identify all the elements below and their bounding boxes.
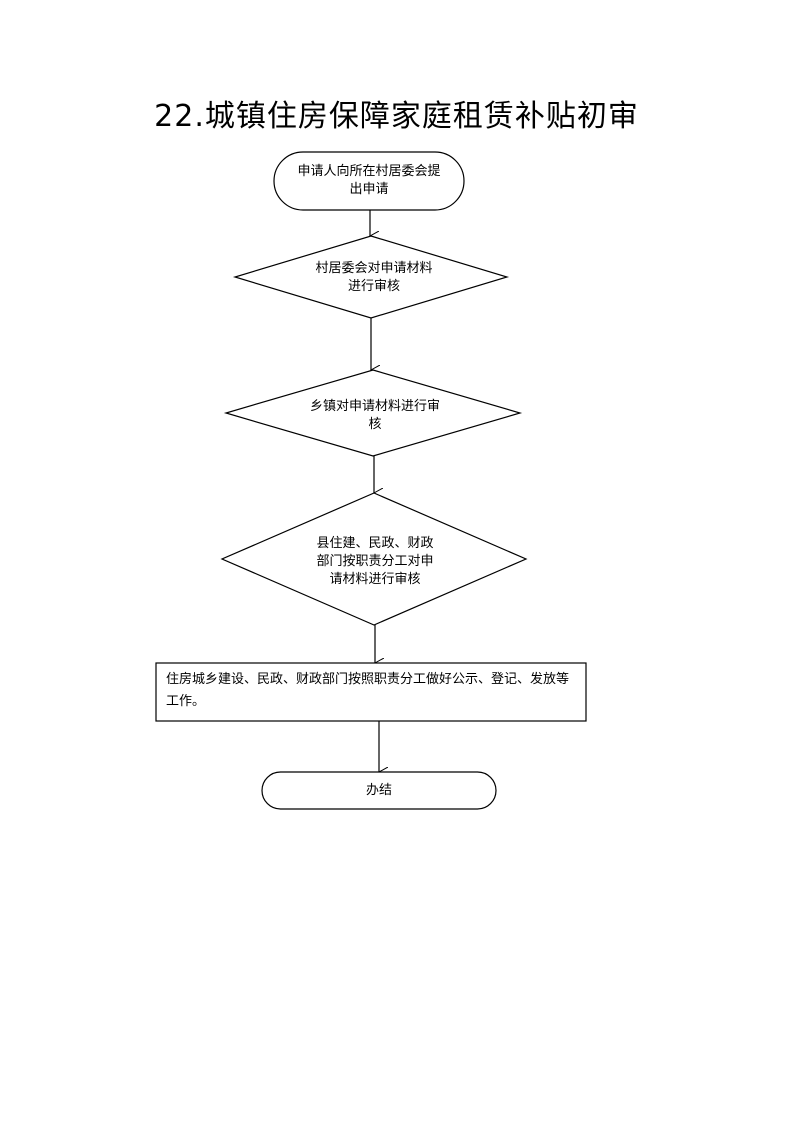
page-title: 22.城镇住房保障家庭租赁补贴初审 bbox=[154, 99, 639, 134]
end-node bbox=[261, 771, 497, 810]
step4-box bbox=[155, 662, 587, 722]
start-node-label: 申请人向所在村居委会提出申请 bbox=[297, 164, 441, 197]
step4-label: 住房城乡建设、民政、财政部门按照职责分工做好公示、登记、发放等工作。 bbox=[166, 672, 570, 709]
step2-label: 乡镇对申请材料进行审核 bbox=[310, 399, 440, 432]
end-node-label: 办结 bbox=[365, 782, 392, 798]
start-node bbox=[273, 151, 465, 211]
step3-diamond bbox=[220, 492, 528, 626]
step1-label: 村居委会对申请材料进行审核 bbox=[315, 261, 433, 294]
step3-label: 县住建、民政、财政部门按职责分工对申请材料进行审核 bbox=[316, 536, 434, 587]
step2-diamond bbox=[223, 369, 523, 457]
